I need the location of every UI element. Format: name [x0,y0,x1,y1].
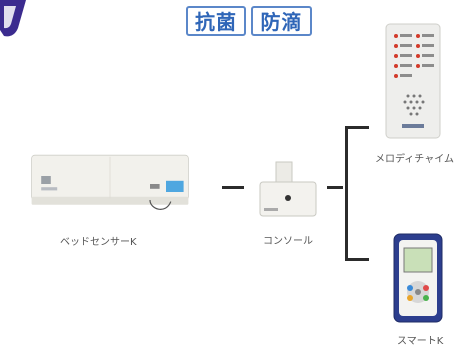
bracket-vertical [345,128,348,261]
melody-chime-label: メロディチャイム [375,154,454,165]
smart-k-label: スマートK [397,336,444,347]
console-label: コンソール [263,236,313,247]
console-device [259,161,317,217]
connector-line [222,186,244,189]
smart-k-device [393,233,443,323]
connector-line [327,186,343,189]
melody-chime-device [385,23,441,139]
bracket-top [345,126,369,129]
bed-sensor-label: ベッドセンサーK [60,237,137,248]
bracket-bottom [345,258,369,261]
logo-mark-icon [0,0,26,37]
drip-proof-badge: 防滴 [251,6,312,36]
bed-sensor-device [31,154,189,210]
antibacterial-badge: 抗菌 [186,6,246,36]
